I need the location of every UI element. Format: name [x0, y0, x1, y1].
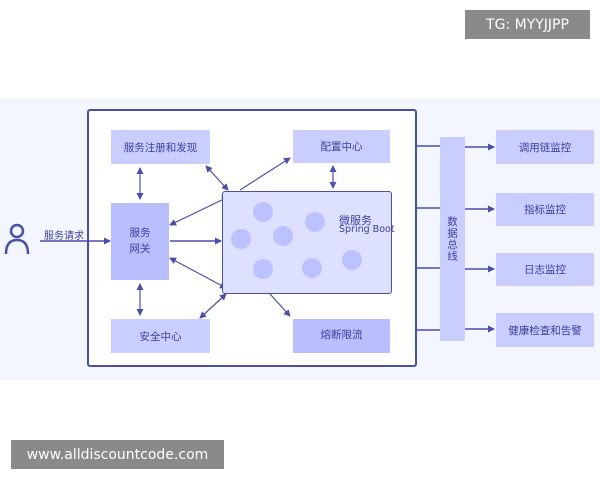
- log-monitor-label: 日志监控: [524, 264, 566, 276]
- log-monitor-box: 日志监控: [496, 253, 594, 286]
- api-gateway-label-line2: 网关: [129, 242, 151, 255]
- service-instance-dot: [305, 212, 325, 232]
- metrics-monitor-box: 指标监控: [496, 193, 594, 226]
- service-instance-dot: [273, 226, 293, 246]
- tracing-monitor-label: 调用链监控: [518, 141, 572, 154]
- metrics-monitor-label: 指标监控: [524, 204, 566, 216]
- security-center-box: 安全中心: [111, 319, 210, 353]
- security-center-label: 安全中心: [139, 330, 182, 343]
- service-instance-dot: [302, 258, 322, 278]
- microservice-circuit-link: [269, 293, 291, 317]
- api-gateway-box: 服务 网关: [111, 203, 169, 280]
- gateway-microservice-upper: [169, 196, 229, 226]
- service-discovery-label: 服务注册和发现: [123, 141, 198, 154]
- data-bus-label: 数据总线: [446, 216, 458, 262]
- health-alert-box: 健康检查和告警: [496, 313, 594, 347]
- service-discovery-box: 服务注册和发现: [111, 130, 210, 164]
- microservice-title: 微服务: [339, 214, 372, 227]
- microservice-config-diagonal: [239, 157, 291, 191]
- config-center-label: 配置中心: [320, 141, 363, 153]
- tg-watermark: TG: MYYJJPP: [465, 10, 590, 39]
- health-alert-label: 健康检查和告警: [508, 324, 582, 337]
- microservice-subtitle: Spring Boot: [339, 224, 395, 235]
- url-watermark: www.alldiscountcode.com: [11, 440, 224, 469]
- user-icon: [4, 223, 30, 255]
- api-gateway-label-line1: 服务: [129, 227, 151, 240]
- tracing-monitor-box: 调用链监控: [496, 130, 594, 164]
- config-center-box: 配置中心: [293, 130, 390, 163]
- service-instance-dot: [253, 202, 273, 222]
- service-instance-dot: [342, 250, 362, 270]
- data-bus: 数据总线: [440, 137, 465, 341]
- security-microservice-link: [199, 293, 227, 319]
- service-instance-dot: [253, 259, 273, 279]
- discovery-microservice-link: [205, 165, 229, 191]
- circuit-breaker-label: 熔断限流: [320, 329, 363, 342]
- circuit-breaker-box: 熔断限流: [293, 319, 390, 353]
- request-label: 服务请求: [44, 231, 84, 242]
- service-instance-dot: [231, 229, 251, 249]
- gateway-microservice-lower: [169, 257, 227, 289]
